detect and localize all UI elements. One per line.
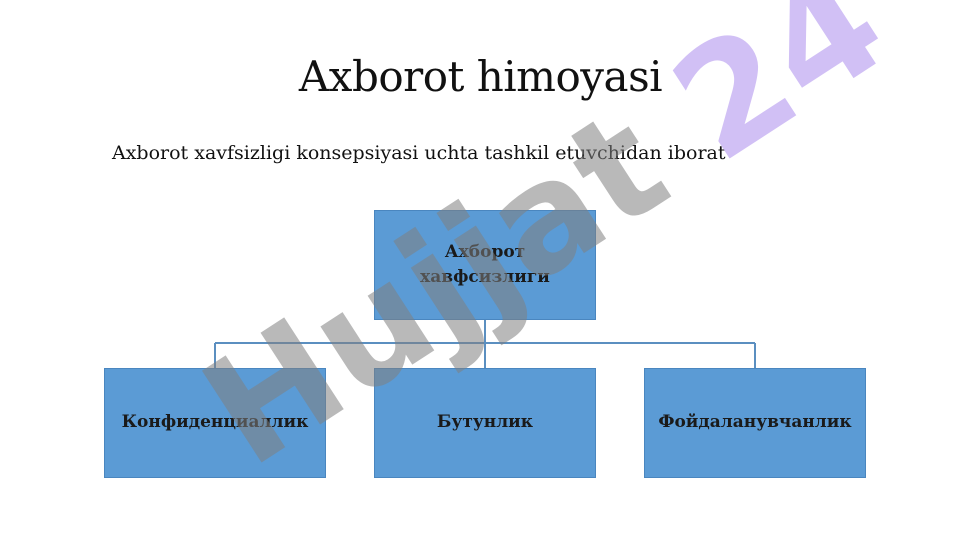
slide-title: Axborot himoyasi [298, 52, 663, 101]
diagram-child-box-availability: Фойдаланувчанлик [644, 368, 866, 478]
child-label: Фойдаланувчанлик [658, 412, 852, 433]
child-label: Бутунлик [436, 412, 534, 433]
root-label-line2: хавфсизлиги [420, 267, 550, 287]
diagram-child-box-integrity: Бутунлик [374, 368, 596, 478]
diagram-child-box-confidentiality: Конфиденциаллик [104, 368, 326, 478]
diagram-root-box: Ахборот хавфсизлиги [374, 210, 596, 320]
child-label: Конфиденциаллик [121, 412, 309, 433]
root-label-line1: Ахборот [444, 241, 526, 262]
slide-subtitle: Axborot xavfsizligi konsepsiyasi uchta t… [112, 142, 726, 164]
